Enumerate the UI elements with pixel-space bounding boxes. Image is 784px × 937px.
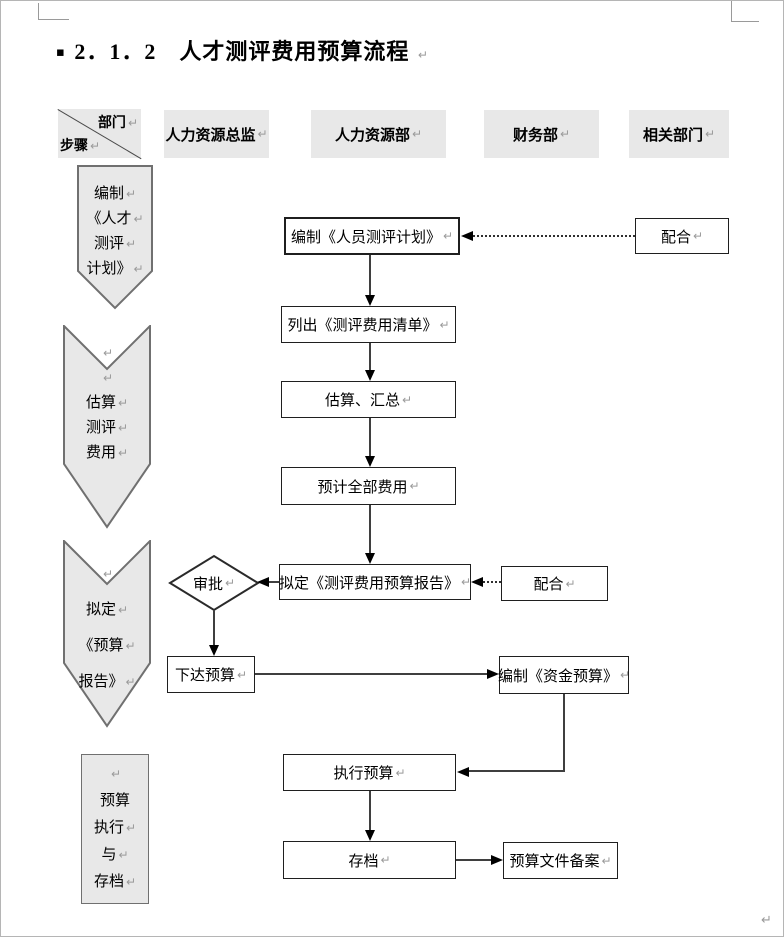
arrowhead-down-icon <box>365 830 375 841</box>
connector-forecast-to-draft <box>369 505 371 554</box>
flow-box-estimate: 估算、汇总↵ <box>281 381 456 418</box>
arrowhead-down-icon <box>365 456 375 467</box>
pilcrow-icon: ↵ <box>125 675 136 689</box>
pilcrow-icon: ↵ <box>601 853 612 868</box>
arrowhead-left-icon <box>461 231 473 241</box>
pilcrow-icon: ↵ <box>125 821 137 835</box>
pilcrow-icon: ↵ <box>442 229 454 243</box>
flow-box-forecast: 预计全部费用↵ <box>281 467 456 505</box>
step-shape-draft: ↵ 拟定↵ 《预算↵ 报告》↵ <box>63 540 151 728</box>
arrowhead-down-icon <box>365 295 375 306</box>
pilcrow-icon: ↵ <box>117 603 129 617</box>
header-corner-dept-label: 部门↵ <box>97 116 138 131</box>
arrowhead-left-icon <box>471 577 483 587</box>
pilcrow-icon: ↵ <box>619 668 631 682</box>
flow-box-archive: 存档↵ <box>283 841 456 879</box>
pilcrow-icon: ↵ <box>439 317 450 332</box>
connector-cooperate-to-draft <box>483 581 501 583</box>
flow-box-plan: 编制《人员测评计划》↵ <box>284 217 460 255</box>
flow-box-execute: 执行预算↵ <box>283 754 456 791</box>
arrowhead-down-icon <box>365 370 375 381</box>
arrowhead-down-icon <box>365 553 375 564</box>
connector-archive-to-record <box>456 859 492 861</box>
pilcrow-icon: ↵ <box>125 187 137 201</box>
page-title: ▪ 2．1．2 人才测评费用预算流程 ↵ <box>56 34 429 66</box>
pilcrow-icon: ↵ <box>565 576 576 591</box>
pilcrow-icon: ↵ <box>110 767 122 781</box>
flow-box-fund: 编制《资金预算》↵ <box>498 656 631 694</box>
header-col-hr-director: 人力资源总监↵ <box>164 110 269 158</box>
connector-execute-to-archive <box>369 791 371 831</box>
connector-draft-to-approve <box>268 581 279 583</box>
pilcrow-icon: ↵ <box>411 127 423 141</box>
flow-box-list: 列出《测评费用清单》↵ <box>281 306 456 343</box>
pilcrow-icon: ↵ <box>401 392 413 407</box>
header-corner-step-label: 步骤↵ <box>60 139 101 154</box>
arrowhead-left-icon <box>457 767 469 777</box>
pilcrow-icon: ↵ <box>125 639 136 653</box>
connector-list-to-estimate <box>369 343 371 372</box>
arrowhead-right-icon <box>487 669 499 679</box>
arrowhead-down-icon <box>209 645 219 656</box>
connector-plan-to-list <box>369 255 371 298</box>
chevron-down-shape <box>63 540 151 728</box>
pilcrow-icon: ↵ <box>460 575 472 589</box>
pilcrow-icon: ↵ <box>117 421 129 435</box>
connector-cooperate-to-plan <box>473 235 635 237</box>
flow-box-record: 预算文件备案↵ <box>503 842 618 879</box>
connector-fund-elbow-horizontal <box>469 770 565 772</box>
flow-box-cooperate-mid: 配合↵ <box>501 566 608 601</box>
pilcrow-icon: ↵ <box>125 875 137 889</box>
header-col-related-dept: 相关部门↵ <box>629 110 729 158</box>
flow-box-issue: 下达预算↵ <box>167 656 255 693</box>
header-corner-cell: 部门↵ 步骤↵ <box>57 109 142 160</box>
flow-box-cooperate-top: 配合↵ <box>635 218 729 254</box>
header-col-hr-dept: 人力资源部↵ <box>311 110 446 158</box>
pilcrow-icon: ↵ <box>224 576 236 590</box>
pilcrow-icon: ↵ <box>236 667 248 682</box>
pilcrow-icon: ↵ <box>133 262 144 276</box>
connector-fund-elbow-vertical <box>563 694 565 772</box>
pilcrow-icon: ↵ <box>102 346 114 360</box>
pilcrow-icon: ↵ <box>395 765 406 780</box>
pilcrow-icon: ↵ <box>133 212 144 226</box>
connector-issue-to-fund <box>255 673 488 675</box>
decision-diamond-approve: 审批↵ <box>168 554 260 612</box>
connector-approve-to-issue <box>213 610 215 646</box>
bullet-icon: ▪ <box>56 45 66 60</box>
pilcrow-icon: ↵ <box>417 48 429 62</box>
page-corner-mark-right <box>731 1 759 22</box>
pilcrow-icon: ↵ <box>102 567 114 581</box>
flow-box-draft: 拟定《测评费用预算报告》↵ <box>279 564 471 600</box>
pilcrow-icon: ↵ <box>117 396 129 410</box>
pentagon-down-shape <box>77 165 153 310</box>
pilcrow-icon: ↵ <box>257 127 268 141</box>
pilcrow-icon: ↵ <box>102 371 114 385</box>
arrowhead-left-icon <box>257 577 269 587</box>
step-shape-estimate: ↵ ↵ 估算↵ 测评↵ 费用↵ <box>63 325 151 529</box>
page-corner-mark-left <box>38 3 69 20</box>
approve-label: 审批↵ <box>192 576 236 593</box>
pilcrow-icon: ↵ <box>692 229 704 243</box>
arrowhead-right-icon <box>491 855 503 865</box>
header-col-finance-dept: 财务部↵ <box>484 110 599 158</box>
pilcrow-icon: ↵ <box>117 446 129 460</box>
page-title-text: 2．1．2 人才测评费用预算流程 <box>74 39 410 64</box>
pilcrow-icon: ↵ <box>90 139 101 153</box>
pilcrow-icon: ↵ <box>380 853 391 867</box>
pilcrow-icon: ↵ <box>127 116 138 130</box>
pilcrow-icon: ↵ <box>704 127 716 141</box>
chevron-down-shape <box>63 325 151 529</box>
pilcrow-icon: ↵ <box>761 913 772 928</box>
pilcrow-icon: ↵ <box>559 127 571 141</box>
pilcrow-icon: ↵ <box>409 479 420 493</box>
step-shape-archive: ↵ 预算 执行↵ 与↵ 存档↵ <box>81 754 149 904</box>
pilcrow-icon: ↵ <box>125 237 137 251</box>
pilcrow-icon: ↵ <box>118 848 129 862</box>
step-shape-plan: 编制↵ 《人才↵ 测评↵ 计划》↵ <box>77 165 153 310</box>
connector-estimate-to-forecast <box>369 418 371 458</box>
